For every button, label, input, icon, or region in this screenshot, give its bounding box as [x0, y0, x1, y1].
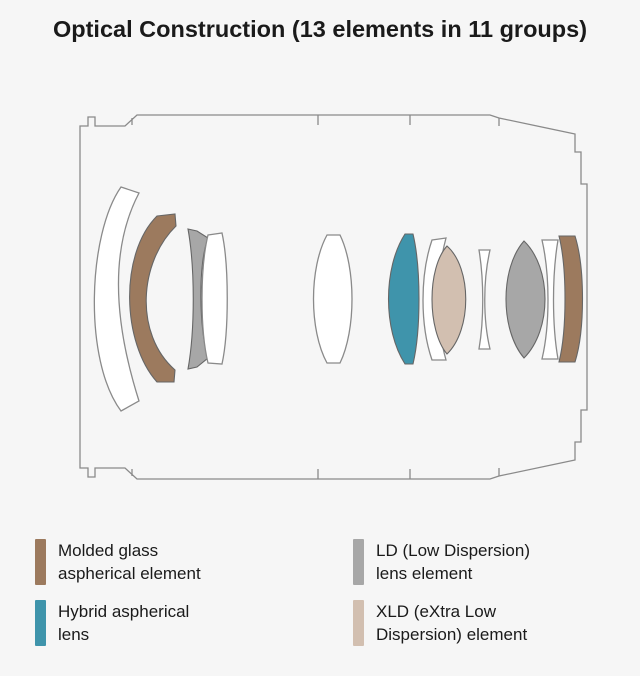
lens-element-2-molded-aspherical	[129, 213, 177, 383]
lens-element-6-hybrid-aspherical	[387, 233, 420, 365]
lens-element-12-molded-aspherical	[558, 235, 584, 363]
lens-element-4	[201, 232, 228, 365]
lens-element-8-xld	[431, 245, 467, 355]
lens-element-5	[312, 234, 353, 364]
lens-element-9	[478, 249, 491, 350]
page-title: Optical Construction (13 elements in 11 …	[52, 16, 588, 42]
lens-element-1	[93, 186, 140, 412]
lens-element-11	[541, 239, 559, 360]
barrel-tick-marks	[131, 115, 500, 479]
lens-barrel-outline	[79, 114, 588, 480]
lens-element-10-ld	[505, 240, 546, 359]
